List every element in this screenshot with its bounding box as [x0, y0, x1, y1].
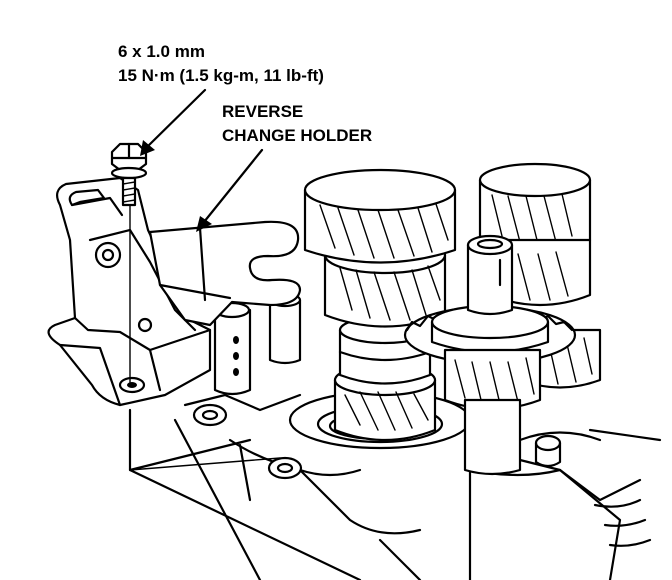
shift-rods	[213, 292, 302, 396]
bolt-torque-label: 15 N·m (1.5 kg-m, 11 lb-ft)	[118, 66, 324, 85]
bolt	[110, 142, 148, 207]
leader-lines	[129, 88, 281, 471]
bolt-size-label: 6 x 1.0 mm	[118, 42, 205, 61]
reverse-change-holder-part	[148, 220, 302, 327]
part-name-line2: CHANGE HOLDER	[222, 126, 373, 145]
part-name-line1: REVERSE	[222, 102, 304, 121]
gear-cluster-right	[403, 162, 602, 476]
transmission-case	[128, 393, 662, 580]
